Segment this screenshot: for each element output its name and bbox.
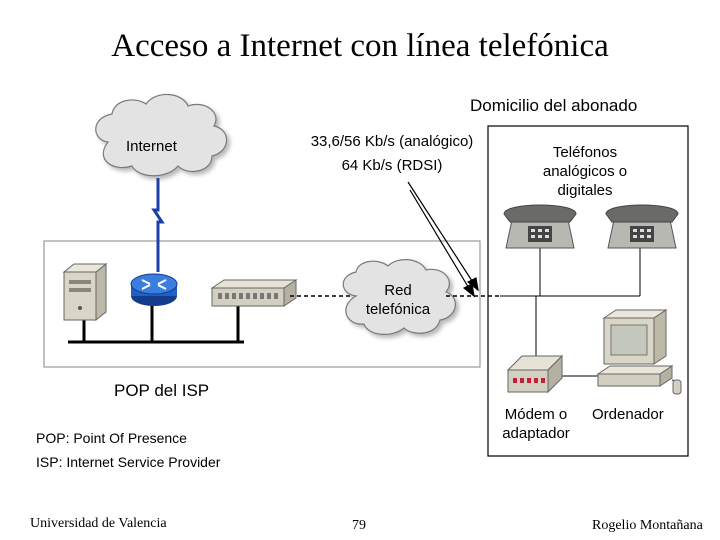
- pop-label: POP del ISP: [114, 381, 210, 400]
- telephone-network-label-line1: Red: [384, 282, 412, 299]
- router-icon: [130, 273, 178, 306]
- computer-label: Ordenador: [592, 406, 664, 423]
- speed-arrows: [407, 181, 479, 298]
- telephone-icon: [605, 204, 679, 249]
- subscriber-premises-box: [487, 125, 689, 457]
- telephone-network-cloud-icon: [342, 259, 456, 335]
- slide-title: Acceso a Internet con línea telefónica: [111, 28, 609, 64]
- telephone-network-label-line2: telefónica: [365, 301, 431, 318]
- telephones-label-line3: digitales: [557, 182, 613, 199]
- footer-author: Rogelio Montañana: [592, 518, 703, 533]
- legend-isp: ISP: Internet Service Provider: [36, 454, 221, 470]
- speeds-label: 33,6/56 Kb/s (analógico) 64 Kb/s (RDSI): [290, 132, 494, 175]
- subscriber-wiring: [500, 248, 641, 377]
- footer-university: Universidad de Valencia: [30, 516, 167, 531]
- computer-icon: [596, 309, 682, 395]
- internet-label: Internet: [126, 138, 177, 155]
- telephones-label: Teléfonos analógicos o digitales: [520, 143, 650, 200]
- speed-isdn: 64 Kb/s (RDSI): [341, 157, 443, 174]
- footer-page-number: 79: [352, 518, 366, 533]
- telephone-network-label: Red telefónica: [348, 281, 448, 319]
- internet-cloud-icon: [95, 93, 228, 177]
- telephone-icon: [503, 204, 577, 249]
- legend-pop: POP: Point Of Presence: [36, 430, 187, 446]
- modem-label-line2: adaptador: [502, 425, 570, 442]
- telephones-label-line1: Teléfonos: [552, 144, 618, 161]
- modem-icon: [506, 354, 564, 394]
- subscriber-premises-label: Domicilio del abonado: [470, 96, 638, 115]
- telephones-label-line2: analógicos o: [542, 163, 628, 180]
- pop-lan: [68, 306, 244, 344]
- server-icon: [62, 262, 108, 322]
- modem-bank-icon: [210, 279, 298, 307]
- internet-link: [151, 178, 165, 272]
- speed-analog: 33,6/56 Kb/s (analógico): [310, 133, 474, 150]
- modem-label: Módem o adaptador: [490, 405, 582, 443]
- modem-label-line1: Módem o: [504, 406, 568, 423]
